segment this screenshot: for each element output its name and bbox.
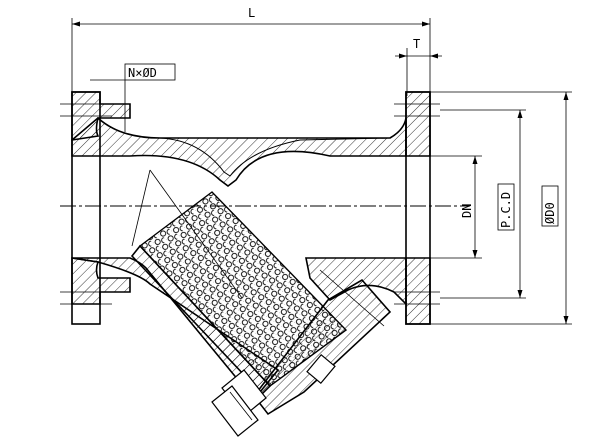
dimension-DN: DN	[430, 155, 482, 259]
label-OD: ØD0	[543, 202, 557, 224]
label-DN: DN	[460, 204, 474, 218]
drain-plug	[211, 369, 267, 437]
body-upper-wall	[71, 116, 407, 187]
label-L: L	[248, 6, 255, 20]
dimension-L: L	[71, 6, 431, 96]
dimension-PCD: P.C.D	[440, 109, 526, 299]
label-bolt-holes: N×ØD	[128, 66, 157, 80]
label-PCD: P.C.D	[499, 192, 513, 228]
dimension-T: T	[395, 37, 442, 96]
label-T: T	[413, 37, 420, 51]
dimension-OD: ØD0	[430, 91, 572, 325]
